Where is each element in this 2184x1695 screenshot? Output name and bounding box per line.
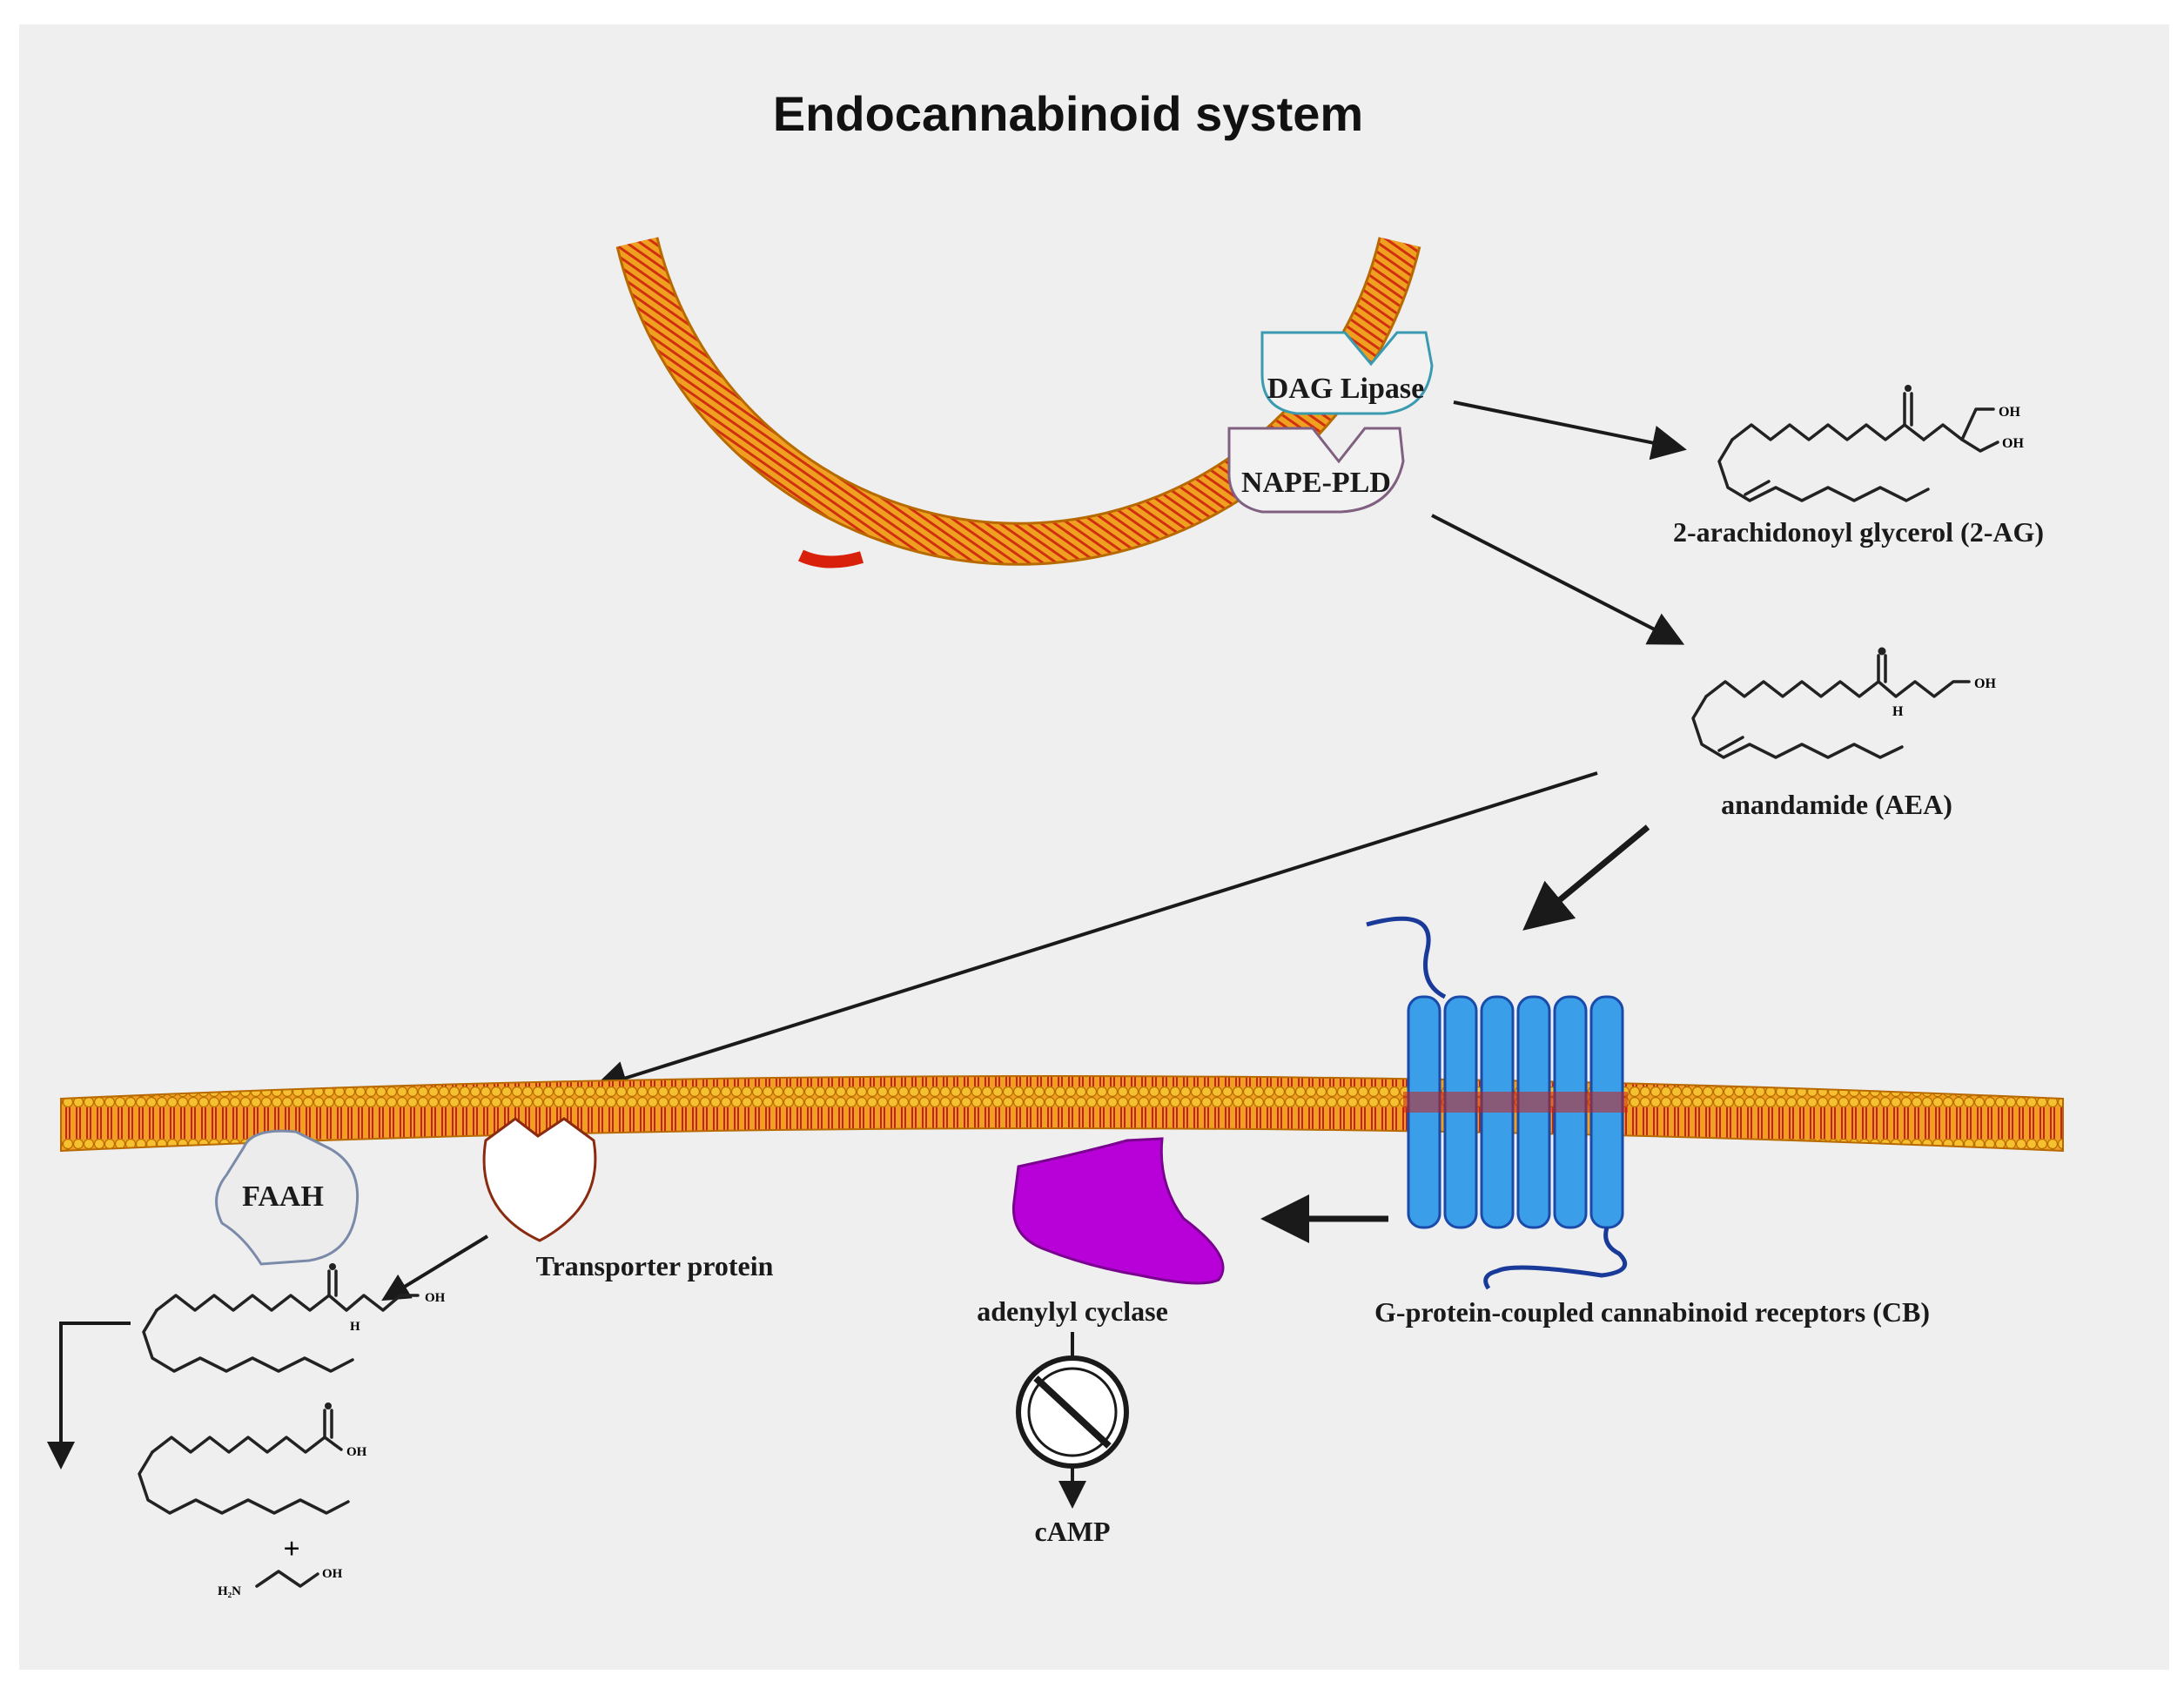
cb-receptor: [1366, 916, 1628, 1290]
svg-text:H: H: [1892, 704, 1904, 719]
arachidonic-acid-structure: OH: [138, 1402, 367, 1515]
plus-sign: +: [283, 1533, 299, 1565]
prohibited-icon: [1016, 1332, 1129, 1509]
nape-pld-label: NAPE-PLD: [1241, 467, 1391, 499]
camp-label: cAMP: [1034, 1516, 1110, 1547]
dag-lipase-enzyme: [1260, 331, 1434, 415]
svg-text:OH: OH: [1999, 405, 2020, 420]
svg-text:H: H: [350, 1320, 360, 1334]
svg-text:OH: OH: [425, 1291, 446, 1305]
ethanolamine-structure: H₂N OH: [218, 1567, 343, 1598]
arrow-nape-to-aea: [1431, 514, 1685, 645]
membrane-red-mark: [798, 549, 864, 568]
svg-text:OH: OH: [346, 1445, 367, 1459]
aea-label: anandamide (AEA): [1721, 789, 1952, 820]
transporter-protein: [482, 1117, 597, 1242]
svg-text:OH: OH: [2002, 436, 2024, 451]
faah-enzyme: [215, 1129, 360, 1266]
degraded-aea-structure: H OH: [142, 1263, 446, 1373]
diagram-title: Endocannabinoid system: [773, 86, 1363, 141]
nape-pld-enzyme: [1227, 427, 1405, 514]
arrow-aea-to-transporter: [592, 771, 1598, 1095]
transporter-label: Transporter protein: [536, 1250, 774, 1281]
arrow-dag-to-2ag: [1453, 400, 1687, 461]
arrow-transporter-to-aea: [381, 1234, 489, 1302]
adenylyl-cyclase: [1011, 1137, 1225, 1285]
arrow-aea-to-cb: [1522, 824, 1650, 931]
adenylyl-cyclase-label: adenylyl cyclase: [977, 1295, 1168, 1327]
svg-text:OH: OH: [322, 1567, 343, 1581]
two-ag-structure: OH OH: [1717, 385, 2024, 502]
cb-receptors-label: G-protein-coupled cannabinoid receptors …: [1374, 1296, 1930, 1328]
faah-label: FAAH: [242, 1180, 324, 1213]
dag-lipase-label: DAG Lipase: [1267, 373, 1424, 405]
aea-structure: H OH: [1691, 647, 1996, 759]
svg-text:OH: OH: [1974, 676, 1996, 691]
two-ag-label: 2-arachidonoyl glycerol (2-AG): [1673, 516, 2044, 548]
degradation-bent-arrow: [47, 1322, 131, 1470]
svg-text:H₂N: H₂N: [218, 1584, 241, 1598]
